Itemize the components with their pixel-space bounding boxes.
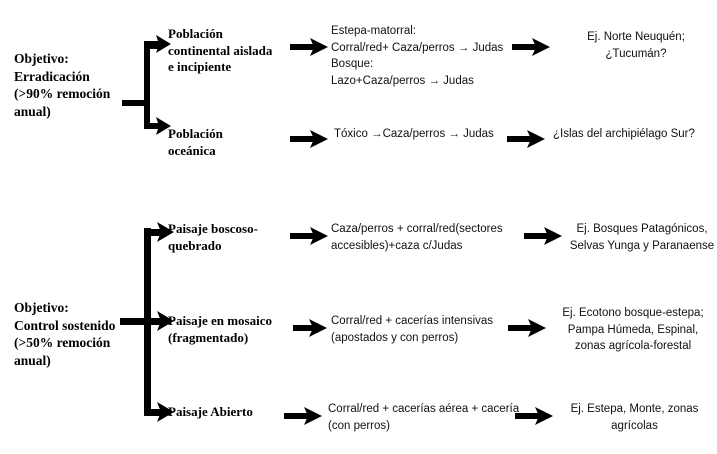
objective-label-control-sostenido: Objetivo: Control sostenido (>50% remoci… bbox=[14, 300, 116, 368]
right-arrow-icon-continental-example bbox=[512, 36, 550, 58]
branch-bracket-erradicacion bbox=[122, 28, 184, 148]
right-arrow-icon-abierto-example bbox=[515, 405, 553, 427]
node-label-paisaje-boscoso-quebrado: Paisaje boscoso- quebrado bbox=[168, 221, 258, 253]
example-text-paisaje-abierto: Ej. Estepa, Monte, zonas agrícolas bbox=[570, 403, 699, 432]
example-text-poblacion-continental: Ej. Norte Neuquén; ¿Tucumán? bbox=[587, 31, 685, 60]
example-text-poblacion-oceanica: ¿Islas del archipiélago Sur? bbox=[553, 128, 695, 140]
node-label-paisaje-abierto: Paisaje Abierto bbox=[168, 404, 253, 419]
node-label-poblacion-oceanica: Población oceánica bbox=[168, 126, 223, 158]
branch-bracket-control-sostenido bbox=[120, 218, 186, 426]
method-text-poblacion-continental: Estepa-matorral: Corral/red+ Caza/perros… bbox=[331, 25, 504, 87]
right-arrow-icon-oceanica-example bbox=[507, 128, 545, 150]
node-label-paisaje-en-mosaico: Paisaje en mosaico (fragmentado) bbox=[168, 313, 272, 345]
method-text-paisaje-abierto: Corral/red + cacerías aérea + cacería (c… bbox=[328, 403, 520, 432]
example-text-paisaje-en-mosaico: Ej. Ecotono bosque-estepa; Pampa Húmeda,… bbox=[562, 307, 704, 352]
right-arrow-icon-mosaico-example bbox=[508, 317, 546, 339]
right-arrow-icon-boscoso-method bbox=[290, 225, 328, 247]
right-arrow-icon-abierto-method bbox=[284, 405, 322, 427]
right-arrow-icon-mosaico-method bbox=[293, 317, 327, 339]
example-text-paisaje-boscoso-quebrado: Ej. Bosques Patagónicos, Selvas Yunga y … bbox=[569, 223, 715, 252]
right-arrow-icon-continental-method bbox=[290, 36, 328, 58]
right-arrow-icon-boscoso-example bbox=[524, 225, 562, 247]
right-arrow-icon-oceanica-method bbox=[290, 128, 328, 150]
method-text-poblacion-oceanica: Tóxico →Caza/perros → Judas bbox=[334, 128, 494, 140]
node-label-poblacion-continental: Población continental aislada e incipien… bbox=[168, 26, 273, 74]
method-text-paisaje-en-mosaico: Corral/red + cacerías intensivas (aposta… bbox=[331, 315, 494, 344]
method-text-paisaje-boscoso-quebrado: Caza/perros + corral/red(sectores accesi… bbox=[331, 223, 503, 252]
objective-label-erradicacion: Objetivo: Erradicación (>90% remoción an… bbox=[14, 51, 111, 119]
